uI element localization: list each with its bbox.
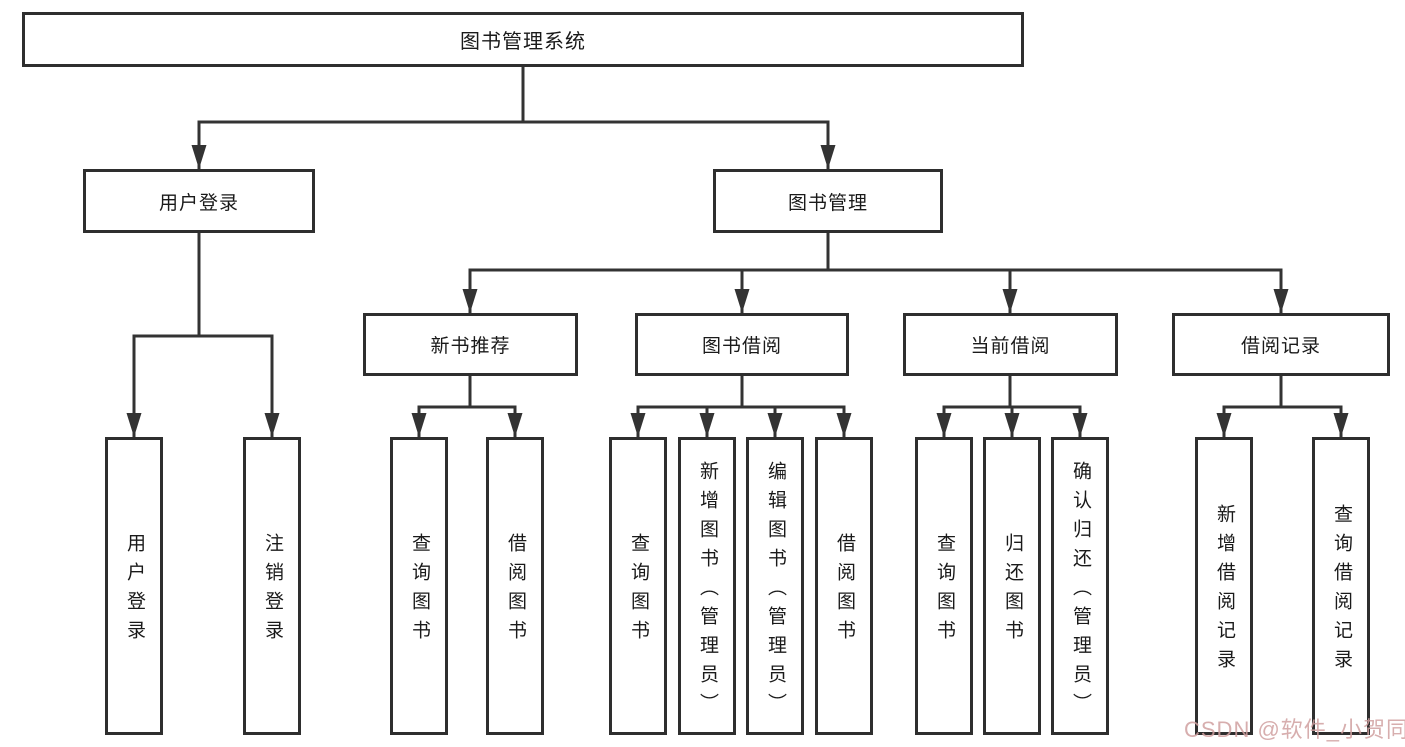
leaf-query-books-current: 查询图书 <box>915 437 973 735</box>
node-label: 借阅图书 <box>504 533 526 649</box>
csdn-watermark: CSDN @软件_小贺同学 <box>1184 717 1405 742</box>
leaf-edit-books-admin: 编辑图书（管理员） <box>746 437 804 735</box>
leaf-confirm-return-admin: 确认归还（管理员） <box>1051 437 1109 735</box>
leaf-borrow-books: 借阅图书 <box>815 437 873 735</box>
node-label: 新增图书（管理员） <box>696 460 718 722</box>
node-label: 查询图书 <box>408 533 430 649</box>
node-label: 用户登录 <box>123 533 145 649</box>
node-new-book-recommend: 新书推荐 <box>363 313 578 376</box>
node-label: 查询图书 <box>933 533 955 649</box>
node-label: 注销登录 <box>261 533 283 649</box>
node-user-login: 用户登录 <box>83 169 315 233</box>
node-book-borrow: 图书借阅 <box>635 313 849 376</box>
node-label: 当前借阅 <box>970 336 1051 357</box>
leaf-user-login: 用户登录 <box>105 437 163 735</box>
leaf-return-books: 归还图书 <box>983 437 1041 735</box>
leaf-query-books-borrow: 查询图书 <box>609 437 667 735</box>
node-borrow-records: 借阅记录 <box>1172 313 1390 376</box>
node-label: 编辑图书（管理员） <box>764 460 786 722</box>
leaf-add-books-admin: 新增图书（管理员） <box>678 437 736 735</box>
node-label: 查询借阅记录 <box>1330 504 1352 678</box>
node-book-management: 图书管理 <box>713 169 943 233</box>
node-label: 新书推荐 <box>430 336 511 357</box>
node-label: 图书管理 <box>787 192 868 214</box>
node-label: 图书管理系统 <box>460 31 586 53</box>
node-label: 用户登录 <box>158 192 239 214</box>
node-label: 新增借阅记录 <box>1213 504 1235 678</box>
leaf-query-borrow-record: 查询借阅记录 <box>1312 437 1370 735</box>
leaf-logout: 注销登录 <box>243 437 301 735</box>
node-label: 查询图书 <box>627 533 649 649</box>
leaf-query-books-recommend: 查询图书 <box>390 437 448 735</box>
leaf-add-borrow-record: 新增借阅记录 <box>1195 437 1253 735</box>
leaf-borrow-books-recommend: 借阅图书 <box>486 437 544 735</box>
node-label: 归还图书 <box>1001 533 1023 649</box>
node-label: 确认归还（管理员） <box>1069 460 1091 722</box>
node-library-management-system: 图书管理系统 <box>22 12 1024 67</box>
node-label: 借阅记录 <box>1240 336 1321 357</box>
node-label: 图书借阅 <box>701 336 782 357</box>
node-label: 借阅图书 <box>833 533 855 649</box>
node-current-borrow: 当前借阅 <box>903 313 1118 376</box>
